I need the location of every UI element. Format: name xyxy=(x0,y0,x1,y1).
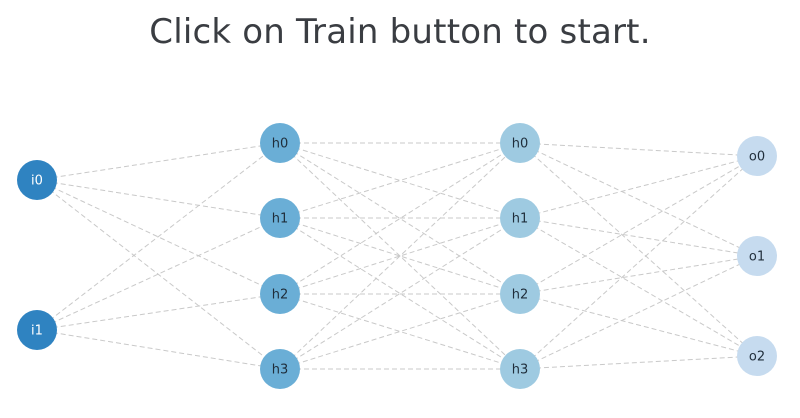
node-label: h0 xyxy=(272,137,289,152)
edge-input-i1-to-hidden-1-h1 xyxy=(36,217,281,331)
edge-hidden-1-h2-to-hidden-2-h1 xyxy=(279,217,521,295)
edge-hidden-2-h3-to-output-o0 xyxy=(519,155,758,370)
node-label: h3 xyxy=(512,363,529,378)
node-hidden-1-h1: h1 xyxy=(260,198,300,238)
edge-input-i0-to-hidden-1-h1 xyxy=(36,179,281,219)
node-label: i0 xyxy=(31,174,43,189)
edge-hidden-2-h2-to-output-o2 xyxy=(519,293,758,357)
node-circle xyxy=(17,310,57,350)
edge-hidden-1-h0-to-hidden-2-h2 xyxy=(279,142,521,295)
node-label: o2 xyxy=(749,350,765,365)
nodes-group: i0 i1 h0 h1 h2 h3 h0 h1 h2 h3 o0 o1 o2 xyxy=(17,123,777,389)
edge-input-i1-to-hidden-1-h0 xyxy=(36,142,281,331)
edge-input-i1-to-hidden-1-h3 xyxy=(36,329,281,370)
node-circle xyxy=(260,349,300,389)
edge-hidden-1-h1-to-hidden-2-h3 xyxy=(279,217,521,370)
edges-group xyxy=(36,142,758,370)
edge-hidden-1-h3-to-hidden-2-h2 xyxy=(279,293,521,370)
node-label: h2 xyxy=(272,288,289,303)
edge-hidden-1-h3-to-hidden-2-h0 xyxy=(279,142,521,370)
node-input-i1: i1 xyxy=(17,310,57,350)
edge-hidden-2-h0-to-output-o1 xyxy=(519,142,758,257)
node-hidden-2-h0: h0 xyxy=(500,123,540,163)
node-circle xyxy=(500,349,540,389)
edge-hidden-2-h0-to-output-o0 xyxy=(519,142,758,157)
node-hidden-1-h3: h3 xyxy=(260,349,300,389)
edge-input-i0-to-hidden-1-h0 xyxy=(36,142,281,181)
edge-hidden-2-h2-to-output-o0 xyxy=(519,155,758,295)
node-label: o1 xyxy=(749,250,765,265)
node-input-i0: i0 xyxy=(17,160,57,200)
edge-hidden-1-h3-to-hidden-2-h1 xyxy=(279,217,521,370)
node-label: o0 xyxy=(749,150,765,165)
node-circle xyxy=(500,123,540,163)
node-circle xyxy=(500,274,540,314)
node-circle xyxy=(737,336,777,376)
node-circle xyxy=(17,160,57,200)
node-label: h2 xyxy=(512,288,529,303)
node-hidden-1-h2: h2 xyxy=(260,274,300,314)
node-label: i1 xyxy=(31,324,43,339)
node-circle xyxy=(260,198,300,238)
node-hidden-2-h3: h3 xyxy=(500,349,540,389)
edge-hidden-1-h1-to-hidden-2-h2 xyxy=(279,217,521,295)
edge-hidden-2-h3-to-output-o2 xyxy=(519,355,758,370)
edge-input-i0-to-hidden-1-h2 xyxy=(36,179,281,295)
node-label: h0 xyxy=(512,137,529,152)
edge-hidden-2-h2-to-output-o1 xyxy=(519,255,758,295)
edge-hidden-1-h1-to-hidden-2-h0 xyxy=(279,142,521,219)
edge-input-i1-to-hidden-1-h2 xyxy=(36,293,281,331)
edge-hidden-1-h0-to-hidden-2-h1 xyxy=(279,142,521,219)
node-circle xyxy=(737,236,777,276)
edge-hidden-2-h3-to-output-o1 xyxy=(519,255,758,370)
edge-hidden-1-h2-to-hidden-2-h3 xyxy=(279,293,521,370)
edge-hidden-1-h2-to-hidden-2-h0 xyxy=(279,142,521,295)
edge-hidden-2-h1-to-output-o2 xyxy=(519,217,758,357)
node-output-o0: o0 xyxy=(737,136,777,176)
node-hidden-1-h0: h0 xyxy=(260,123,300,163)
node-hidden-2-h2: h2 xyxy=(500,274,540,314)
node-output-o1: o1 xyxy=(737,236,777,276)
edge-hidden-2-h1-to-output-o1 xyxy=(519,217,758,257)
node-circle xyxy=(260,123,300,163)
node-label: h1 xyxy=(512,212,529,227)
node-label: h1 xyxy=(272,212,289,227)
node-circle xyxy=(260,274,300,314)
edge-hidden-2-h0-to-output-o2 xyxy=(519,142,758,357)
node-hidden-2-h1: h1 xyxy=(500,198,540,238)
node-label: h3 xyxy=(272,363,289,378)
node-output-o2: o2 xyxy=(737,336,777,376)
status-message: Click on Train button to start. xyxy=(149,12,651,52)
edge-hidden-2-h1-to-output-o0 xyxy=(519,155,758,219)
node-circle xyxy=(737,136,777,176)
node-circle xyxy=(500,198,540,238)
edge-input-i0-to-hidden-1-h3 xyxy=(36,179,281,370)
